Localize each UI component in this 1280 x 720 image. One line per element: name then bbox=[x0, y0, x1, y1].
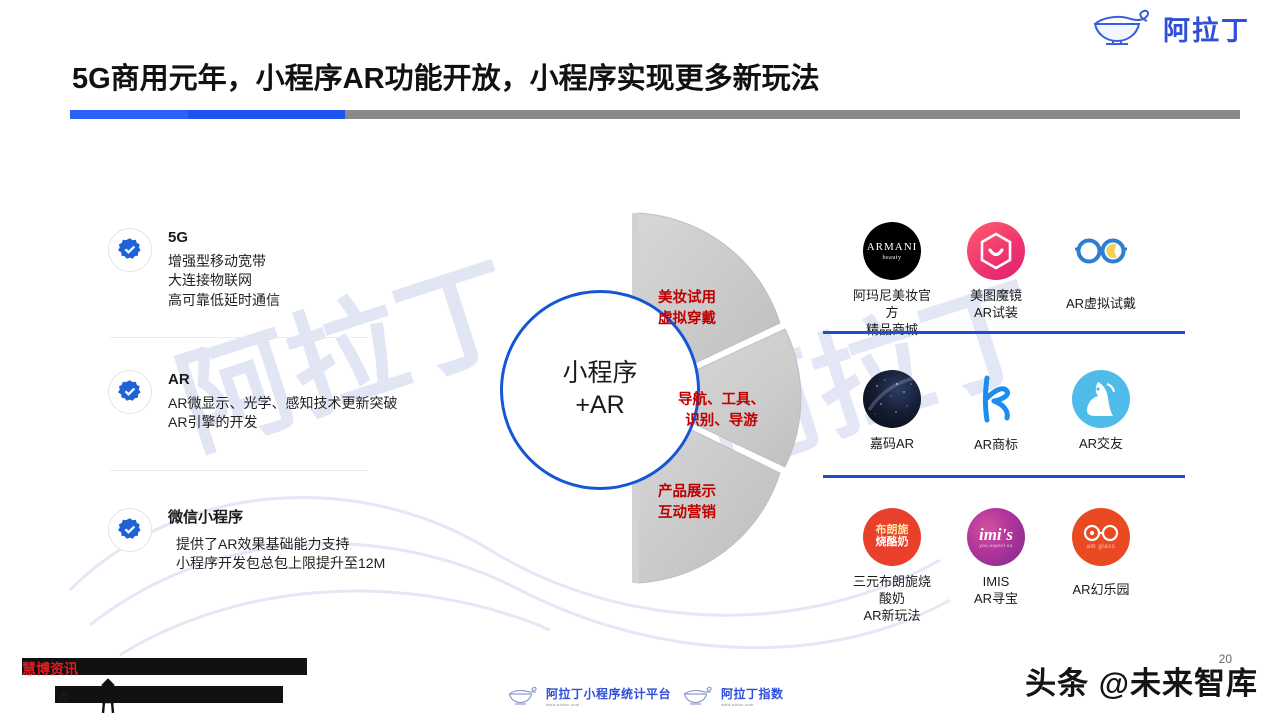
wheel-center-line2: +AR bbox=[575, 390, 625, 419]
armani-beauty-logo: ARMANI beauty bbox=[863, 222, 921, 280]
logo-cell-bulangni[interactable]: 布朗旎 烧酪奶 三元布朗旎烧酸奶 AR新玩法 bbox=[850, 508, 934, 625]
footer-logo-url: www.aldzs.com bbox=[721, 702, 754, 707]
ar-friend-logo bbox=[1072, 370, 1130, 428]
feature-line: 增强型移动宽带 bbox=[168, 253, 266, 269]
logo-row-product: 布朗旎 烧酪奶 三元布朗旎烧酸奶 AR新玩法 imi's you expect … bbox=[850, 508, 1144, 625]
feature-item-wechat-miniprogram: 微信小程序 提供了AR效果基础能力支持 小程序开发包总包上限提升至12M bbox=[108, 508, 468, 574]
ar-trademark-logo bbox=[967, 370, 1025, 428]
feature-line: 高可靠低延时通信 bbox=[168, 291, 280, 308]
logo-caption: AR商标 bbox=[973, 437, 1019, 452]
logo-cell-ar-trademark[interactable]: AR商标 bbox=[962, 370, 1030, 454]
logo-cell-imis[interactable]: imi's you expect us IMIS AR寻宝 bbox=[962, 508, 1030, 625]
aladdin-lamp-icon bbox=[683, 686, 712, 705]
logo-cell-am-glass[interactable]: am glass AR幻乐园 bbox=[1058, 508, 1144, 625]
wheel-segment-navigation-tools bbox=[636, 328, 802, 468]
feature-divider bbox=[110, 337, 368, 338]
logo-caption: AR幻乐园 bbox=[1072, 582, 1130, 597]
feature-item-ar: AR AR微显示、光学、感知技术更新突破 AR引擎的开发 bbox=[108, 370, 468, 433]
title-rule-accent bbox=[70, 110, 345, 119]
wheel-center-line1: 小程序 bbox=[562, 358, 638, 387]
footer-logo-text: 阿拉丁小程序统计平台 bbox=[546, 687, 672, 701]
bulangni-yogurt-logo: 布朗旎 烧酪奶 bbox=[863, 508, 921, 566]
logo-caption: 三元布朗旎烧酸奶 AR新玩法 bbox=[852, 574, 931, 623]
feature-line: AR引擎的开发 bbox=[168, 414, 258, 431]
logo-caption: AR虚拟试戴 bbox=[1065, 296, 1137, 311]
toutiao-watermark: 头条 @未来智库 bbox=[1025, 666, 1258, 701]
feature-line: 大连接物联网 bbox=[168, 272, 252, 289]
footer-logo-text: 阿拉丁指数 bbox=[721, 687, 784, 701]
title-rule-accent-bright bbox=[70, 110, 188, 119]
feature-title: AR bbox=[168, 371, 190, 388]
redaction-bar-top bbox=[22, 658, 307, 675]
logo-row-divider-1 bbox=[823, 331, 1185, 334]
footer-logo-url: www.aldwx.com bbox=[546, 702, 580, 707]
jiama-ar-logo bbox=[863, 370, 921, 428]
source-label: 慧博资讯 bbox=[22, 661, 78, 677]
wheel-label-product-display: 产品展示 互动营销 bbox=[658, 484, 716, 522]
verified-gear-icon bbox=[108, 508, 152, 552]
page-number: 20 bbox=[1218, 652, 1232, 666]
logo-row-navigation: 嘉码AR AR商标 bbox=[850, 370, 1144, 454]
feature-title: 微信小程序 bbox=[168, 509, 244, 526]
imis-logo: imi's you expect us bbox=[967, 508, 1025, 566]
logo-caption: AR交友 bbox=[1078, 436, 1124, 451]
logo-caption: 美图魔镜 AR试装 bbox=[969, 288, 1022, 320]
feature-line: 提供了AR效果基础能力支持 bbox=[176, 536, 350, 552]
logo-cell-meitu[interactable]: 美图魔镜 AR试装 bbox=[962, 222, 1030, 339]
feature-line: 小程序开发包总包上限提升至12M bbox=[176, 555, 386, 572]
aladdin-lamp-icon bbox=[1093, 9, 1150, 45]
redaction-bar-bottom bbox=[55, 686, 283, 703]
ar-glasses-icon bbox=[1072, 222, 1130, 280]
brand-name: 阿拉丁 bbox=[1163, 15, 1250, 46]
logo-caption: 嘉码AR bbox=[869, 436, 915, 451]
meitu-mirror-logo bbox=[967, 222, 1025, 280]
logo-row-divider-2 bbox=[823, 475, 1185, 478]
wheel-label-beauty-trial: 美妆试用 虚拟穿戴 bbox=[658, 290, 716, 328]
source-dot-label: 点 bbox=[58, 692, 69, 704]
brand-logo: 阿拉丁 bbox=[1089, 8, 1250, 48]
verified-gear-icon bbox=[108, 370, 152, 414]
footer-logo-aladdin-index[interactable]: 阿拉丁指数 www.aldzs.com bbox=[680, 685, 784, 707]
redaction-figure-icon bbox=[100, 678, 116, 714]
logo-cell-ar-friend[interactable]: AR交友 bbox=[1058, 370, 1144, 454]
am-glass-logo: am glass bbox=[1072, 508, 1130, 566]
feature-title: 5G bbox=[168, 229, 189, 246]
miniprogram-ar-wheel-diagram: 美妆试用 虚拟穿戴 导航、工具、 识别、导游 产品展示 互动营销 小程序 +AR bbox=[480, 205, 810, 595]
footer-logo-aladdin-stats[interactable]: 阿拉丁小程序统计平台 www.aldwx.com bbox=[505, 685, 671, 707]
verified-gear-icon bbox=[108, 228, 152, 272]
logo-cell-jiama[interactable]: 嘉码AR bbox=[850, 370, 934, 454]
feature-item-5g: 5G 增强型移动宽带 大连接物联网 高可靠低延时通信 bbox=[108, 228, 468, 310]
wheel-center-circle: 小程序 +AR bbox=[500, 290, 700, 490]
logo-row-beauty: ARMANI beauty 阿玛尼美妆官方 精品商城 美图魔镜 AR试装 bbox=[850, 222, 1144, 339]
page-title: 5G商用元年，小程序AR功能开放，小程序实现更多新玩法 bbox=[72, 63, 820, 95]
logo-caption: IMIS AR寻宝 bbox=[973, 574, 1019, 606]
wheel-label-navigation-tools: 导航、工具、 识别、导游 bbox=[678, 392, 765, 430]
logo-cell-ar-glasses[interactable]: AR虚拟试戴 bbox=[1058, 222, 1144, 339]
logo-cell-armani[interactable]: ARMANI beauty 阿玛尼美妆官方 精品商城 bbox=[850, 222, 934, 339]
feature-line: AR微显示、光学、感知技术更新突破 bbox=[168, 395, 398, 411]
aladdin-lamp-icon bbox=[508, 686, 537, 705]
title-underline-rule bbox=[70, 110, 1240, 119]
feature-divider bbox=[110, 470, 368, 471]
